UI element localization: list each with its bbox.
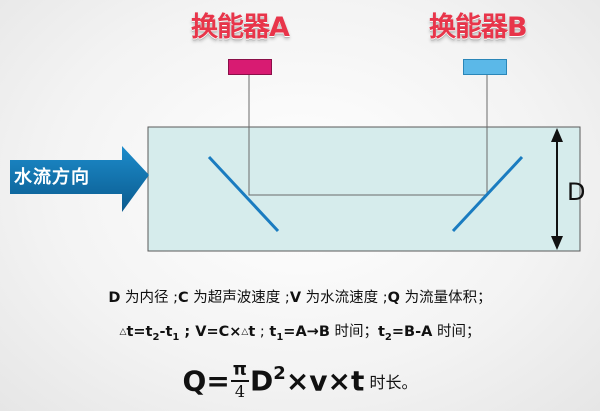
formula-suffix: 时长。	[369, 373, 418, 392]
var-d-desc: 为内径 ;	[120, 290, 179, 306]
var-c-desc: 为超声波速度 ;	[188, 290, 290, 306]
var-d: D	[108, 290, 121, 306]
t2-sub: 2	[384, 331, 392, 343]
t1-var: t	[269, 324, 277, 340]
transducer-b	[463, 59, 507, 75]
transducer-a-label: 换能器A	[191, 12, 290, 43]
flow-direction-arrow	[10, 146, 149, 212]
delta-minus: -t	[159, 324, 173, 340]
pipe-body	[147, 126, 581, 252]
delta-sub-1: 1	[172, 331, 180, 343]
delta-triangle-icon: △	[119, 327, 127, 337]
delta-t-lhs: t=t	[126, 324, 153, 340]
t2-suffix: 时间；	[432, 324, 481, 340]
var-q-desc: 为流量体积；	[399, 290, 492, 306]
v-formula-tail: t	[248, 324, 256, 340]
var-q: Q	[387, 290, 400, 306]
formula-exponent: 2	[273, 363, 286, 385]
formula-numerator: π	[230, 359, 250, 382]
t2-var: t	[377, 324, 385, 340]
t1-sub: 1	[276, 331, 284, 343]
t2-expr: =B-A	[391, 324, 433, 340]
formula-d: D	[250, 364, 274, 398]
transducer-b-label: 换能器B	[429, 12, 528, 43]
var-v-desc: 为水流速度 ;	[301, 290, 388, 306]
formula-denominator: 4	[234, 382, 245, 401]
delta-sub-2: 2	[152, 331, 160, 343]
transducer-a	[228, 59, 272, 75]
flow-direction-label: 水流方向	[14, 167, 90, 188]
formula-lhs: Q=	[182, 364, 230, 398]
diameter-label: D	[567, 178, 586, 206]
formula-tail: ×v×t	[285, 364, 365, 398]
variable-definitions: D 为内径 ;C 为超声波速度 ;V 为水流速度 ;Q 为流量体积；	[0, 286, 600, 307]
delta-triangle-icon: △	[241, 327, 249, 337]
t1-expr: =A→B	[283, 324, 330, 340]
t1-suffix: 时间；	[329, 324, 378, 340]
var-v: V	[289, 290, 302, 306]
reflector-right	[451, 155, 524, 233]
var-c: C	[178, 290, 189, 306]
time-definitions: △t=t2-t1 ; V=C×△t ; t1=A→B 时间；t2=B-A 时间；	[119, 324, 481, 343]
v-formula: ; V=C×	[179, 324, 242, 340]
diameter-arrow	[551, 128, 563, 250]
reflector-left	[207, 155, 280, 233]
signal-path-a	[248, 75, 488, 196]
